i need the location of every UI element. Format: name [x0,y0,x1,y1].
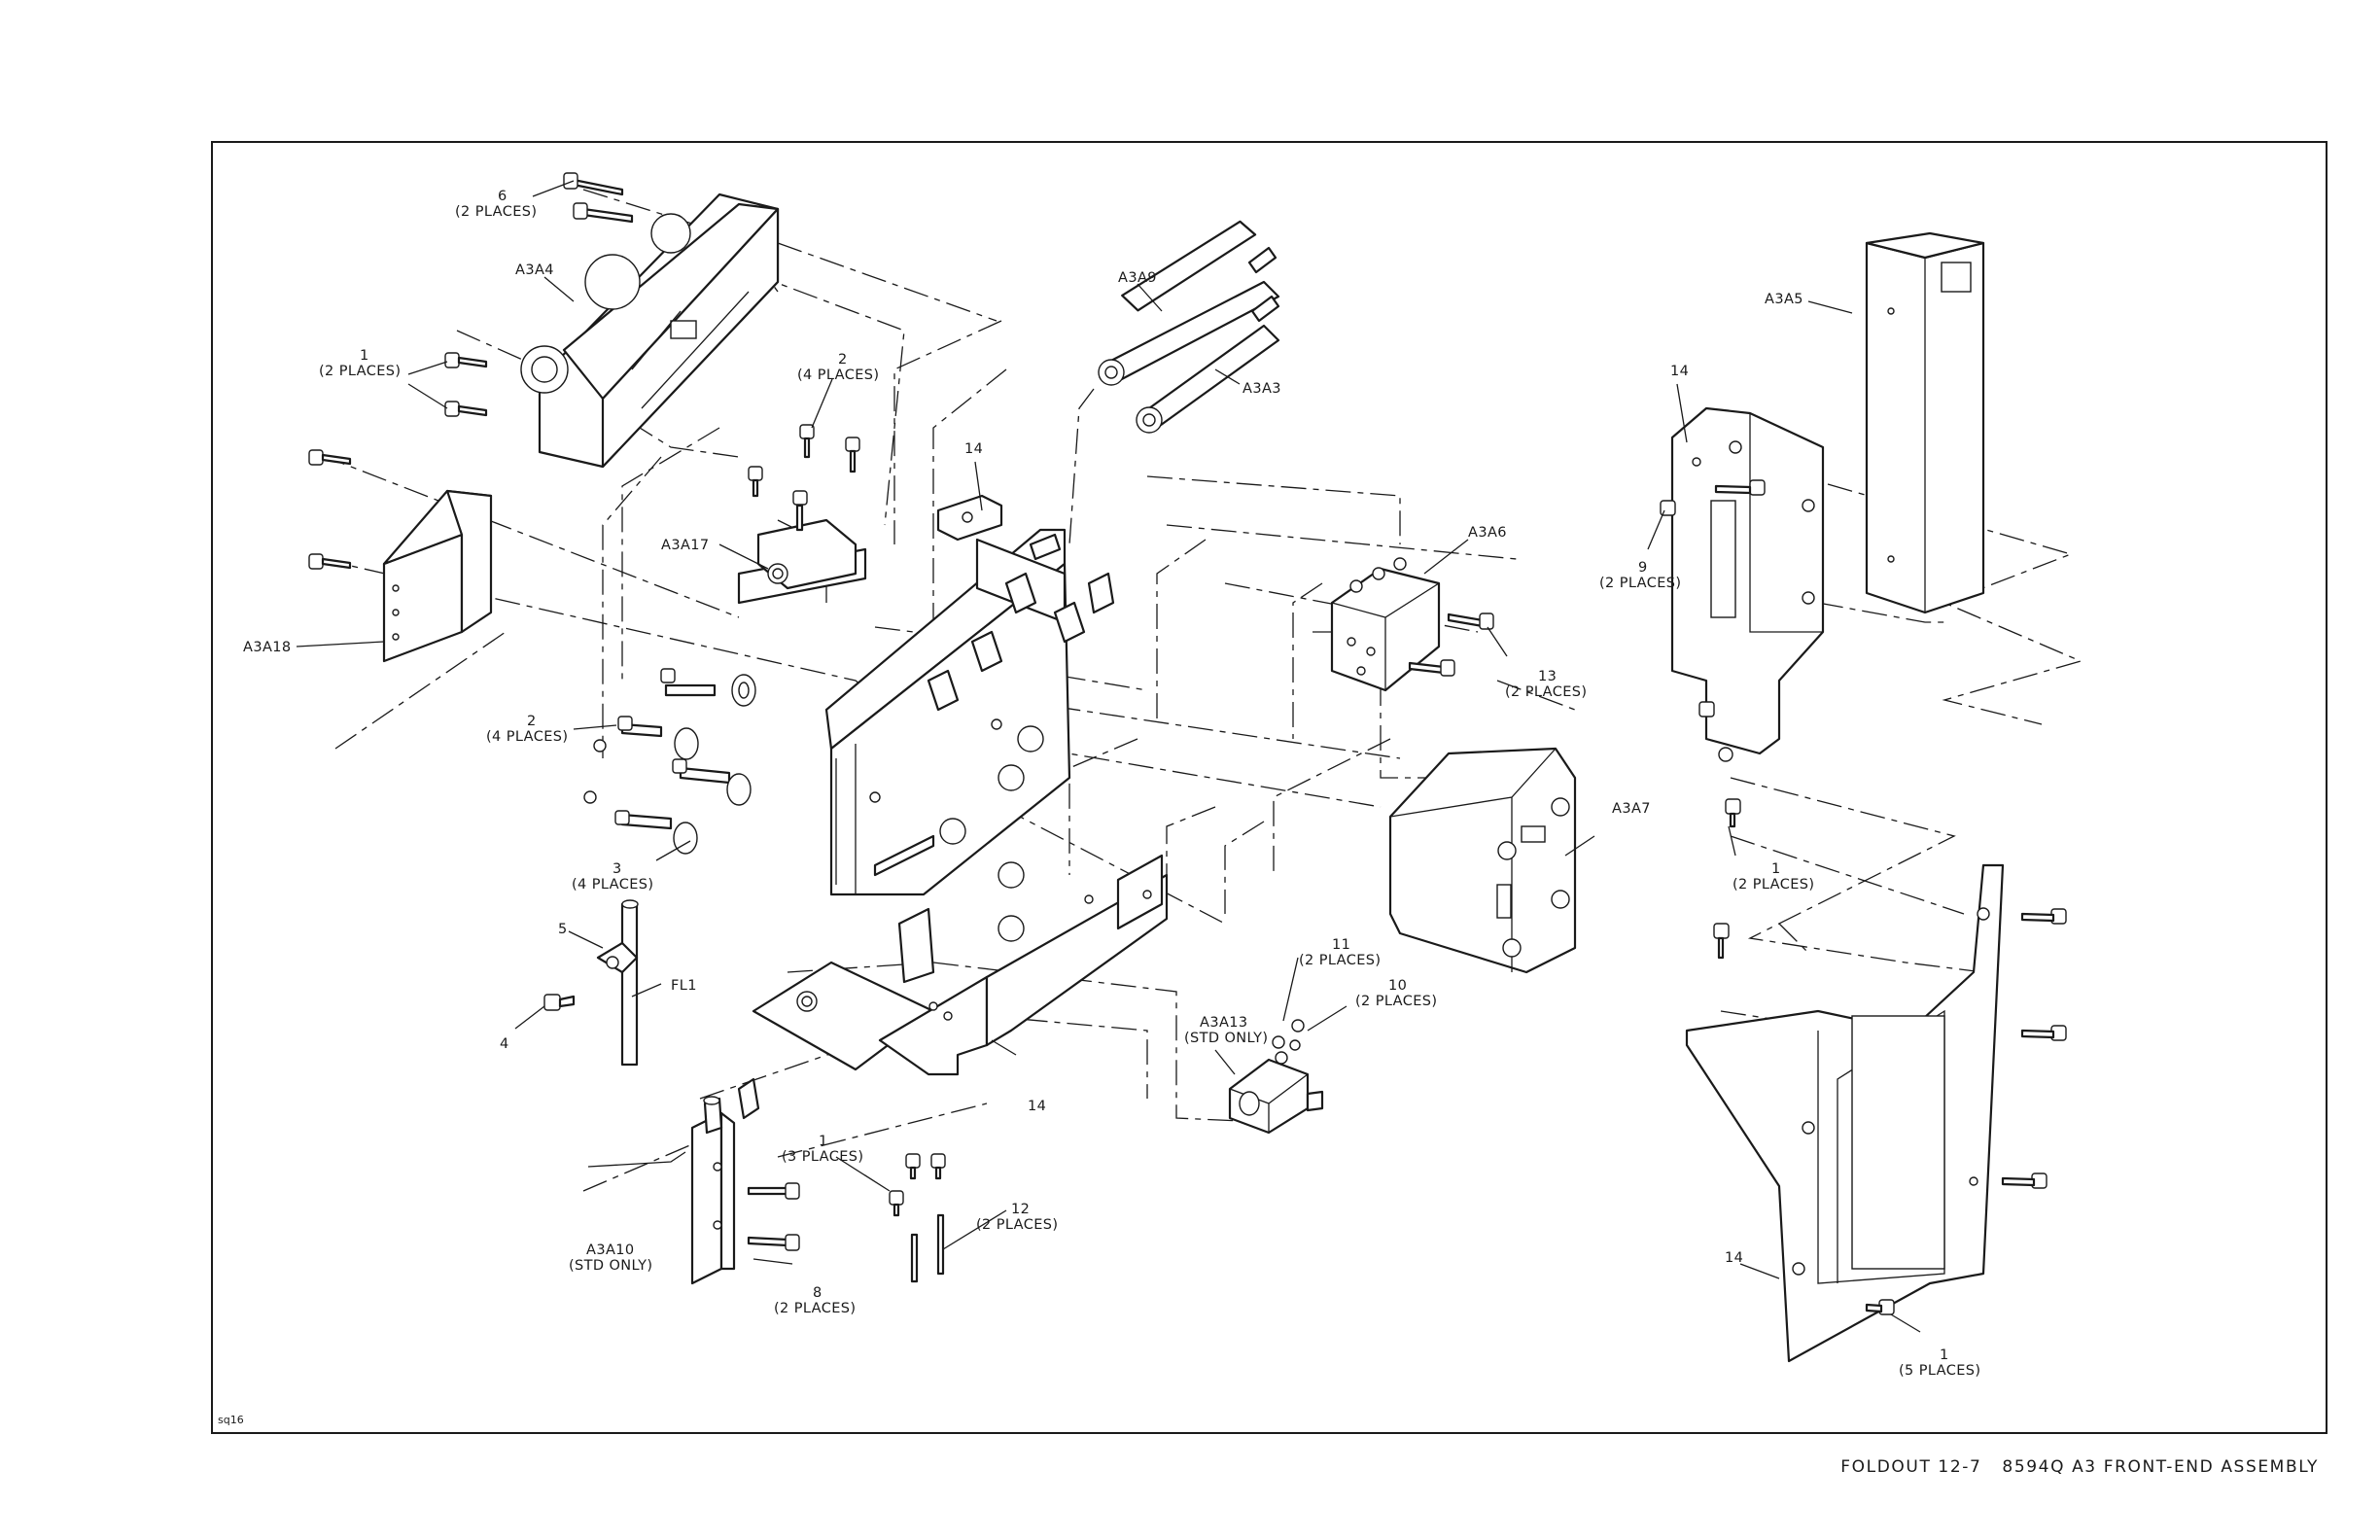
label-2-top-note: (4 PLACES) [797,368,879,383]
label-2-top: 2 [838,352,848,368]
label-a3a4: A3A4 [515,262,554,278]
label-14-bottom: 14 [1028,1099,1046,1114]
label-3: 3 [612,861,622,877]
label-a3a9: A3A9 [1118,270,1157,286]
screws-2-top [748,424,860,498]
label-14-right-top: 14 [1670,364,1689,379]
module-a3a17 [737,490,867,605]
module-a3a13 [1228,1019,1324,1135]
sheet-code: sq16 [218,1414,244,1426]
screws-1-left [308,352,488,570]
label-14-right-bottom: 14 [1725,1250,1743,1266]
label-a3a13: A3A13 [1200,1015,1248,1031]
label-13: 13 [1538,669,1557,684]
label-9-note: (2 PLACES) [1599,576,1681,591]
module-a3a6 [1330,557,1494,692]
label-a3a13-note: (STD ONLY) [1184,1031,1268,1046]
module-a3a7 [1388,747,1577,974]
label-1-mid: 1 [819,1134,828,1149]
label-1-right: 1 [1771,861,1781,877]
leader-lines [296,180,1921,1333]
screws-1-mid-and-12 [889,1153,946,1283]
right-top-bracket [1660,406,1825,828]
label-1-bottom: 1 [1940,1348,1949,1363]
label-2-mid: 2 [527,714,537,729]
label-1-mid-note: (3 PLACES) [782,1149,863,1165]
label-3-note: (4 PLACES) [572,877,653,892]
label-13-note: (2 PLACES) [1505,684,1587,700]
label-12: 12 [1011,1202,1030,1217]
standoffs-3 [583,668,756,855]
label-a3a3: A3A3 [1242,381,1281,397]
modules-a3a9-a3a3 [1098,220,1280,434]
label-fl1: FL1 [671,978,697,994]
label-14-center: 14 [964,441,983,457]
label-10: 10 [1388,978,1407,994]
chassis-bracket [752,494,1169,1076]
label-4: 4 [500,1036,509,1052]
label-1-top: 1 [360,348,369,364]
screws-6 [563,172,634,224]
label-a3a10-note: (STD ONLY) [569,1258,652,1274]
module-a3a10 [690,1077,800,1285]
label-1-top-note: (2 PLACES) [319,364,401,379]
module-a3a5 [1865,231,1985,614]
label-6: 6 [498,189,508,204]
label-8: 8 [813,1285,822,1301]
label-9: 9 [1638,560,1648,576]
label-a3a6: A3A6 [1468,525,1507,541]
callout-labels: 6 (2 PLACES) A3A4 1 (2 PLACES) 2 (4 PLAC… [243,189,1980,1379]
label-a3a5: A3A5 [1765,292,1803,307]
label-2-mid-note: (4 PLACES) [486,729,568,745]
label-1-bottom-note: (5 PLACES) [1899,1363,1980,1379]
label-12-note: (2 PLACES) [976,1217,1058,1233]
label-1-right-note: (2 PLACES) [1732,877,1814,892]
right-bottom-bracket [1685,863,2067,1363]
figure-caption: FOLDOUT 12-7 8594Q A3 FRONT-END ASSEMBLY [1840,1457,2319,1477]
label-a3a7: A3A7 [1612,801,1651,817]
label-8-note: (2 PLACES) [774,1301,856,1316]
label-a3a18: A3A18 [243,640,292,655]
module-a3a18 [382,489,493,663]
label-10-note: (2 PLACES) [1355,994,1437,1009]
filter-fl1 [543,899,639,1067]
label-6-note: (2 PLACES) [455,204,537,220]
module-a3a4 [520,192,780,469]
label-5: 5 [558,922,568,937]
label-a3a10: A3A10 [586,1242,635,1258]
label-11: 11 [1332,937,1350,953]
label-11-note: (2 PLACES) [1299,953,1381,968]
drawing-border [211,141,2328,1434]
label-a3a17: A3A17 [661,538,710,553]
